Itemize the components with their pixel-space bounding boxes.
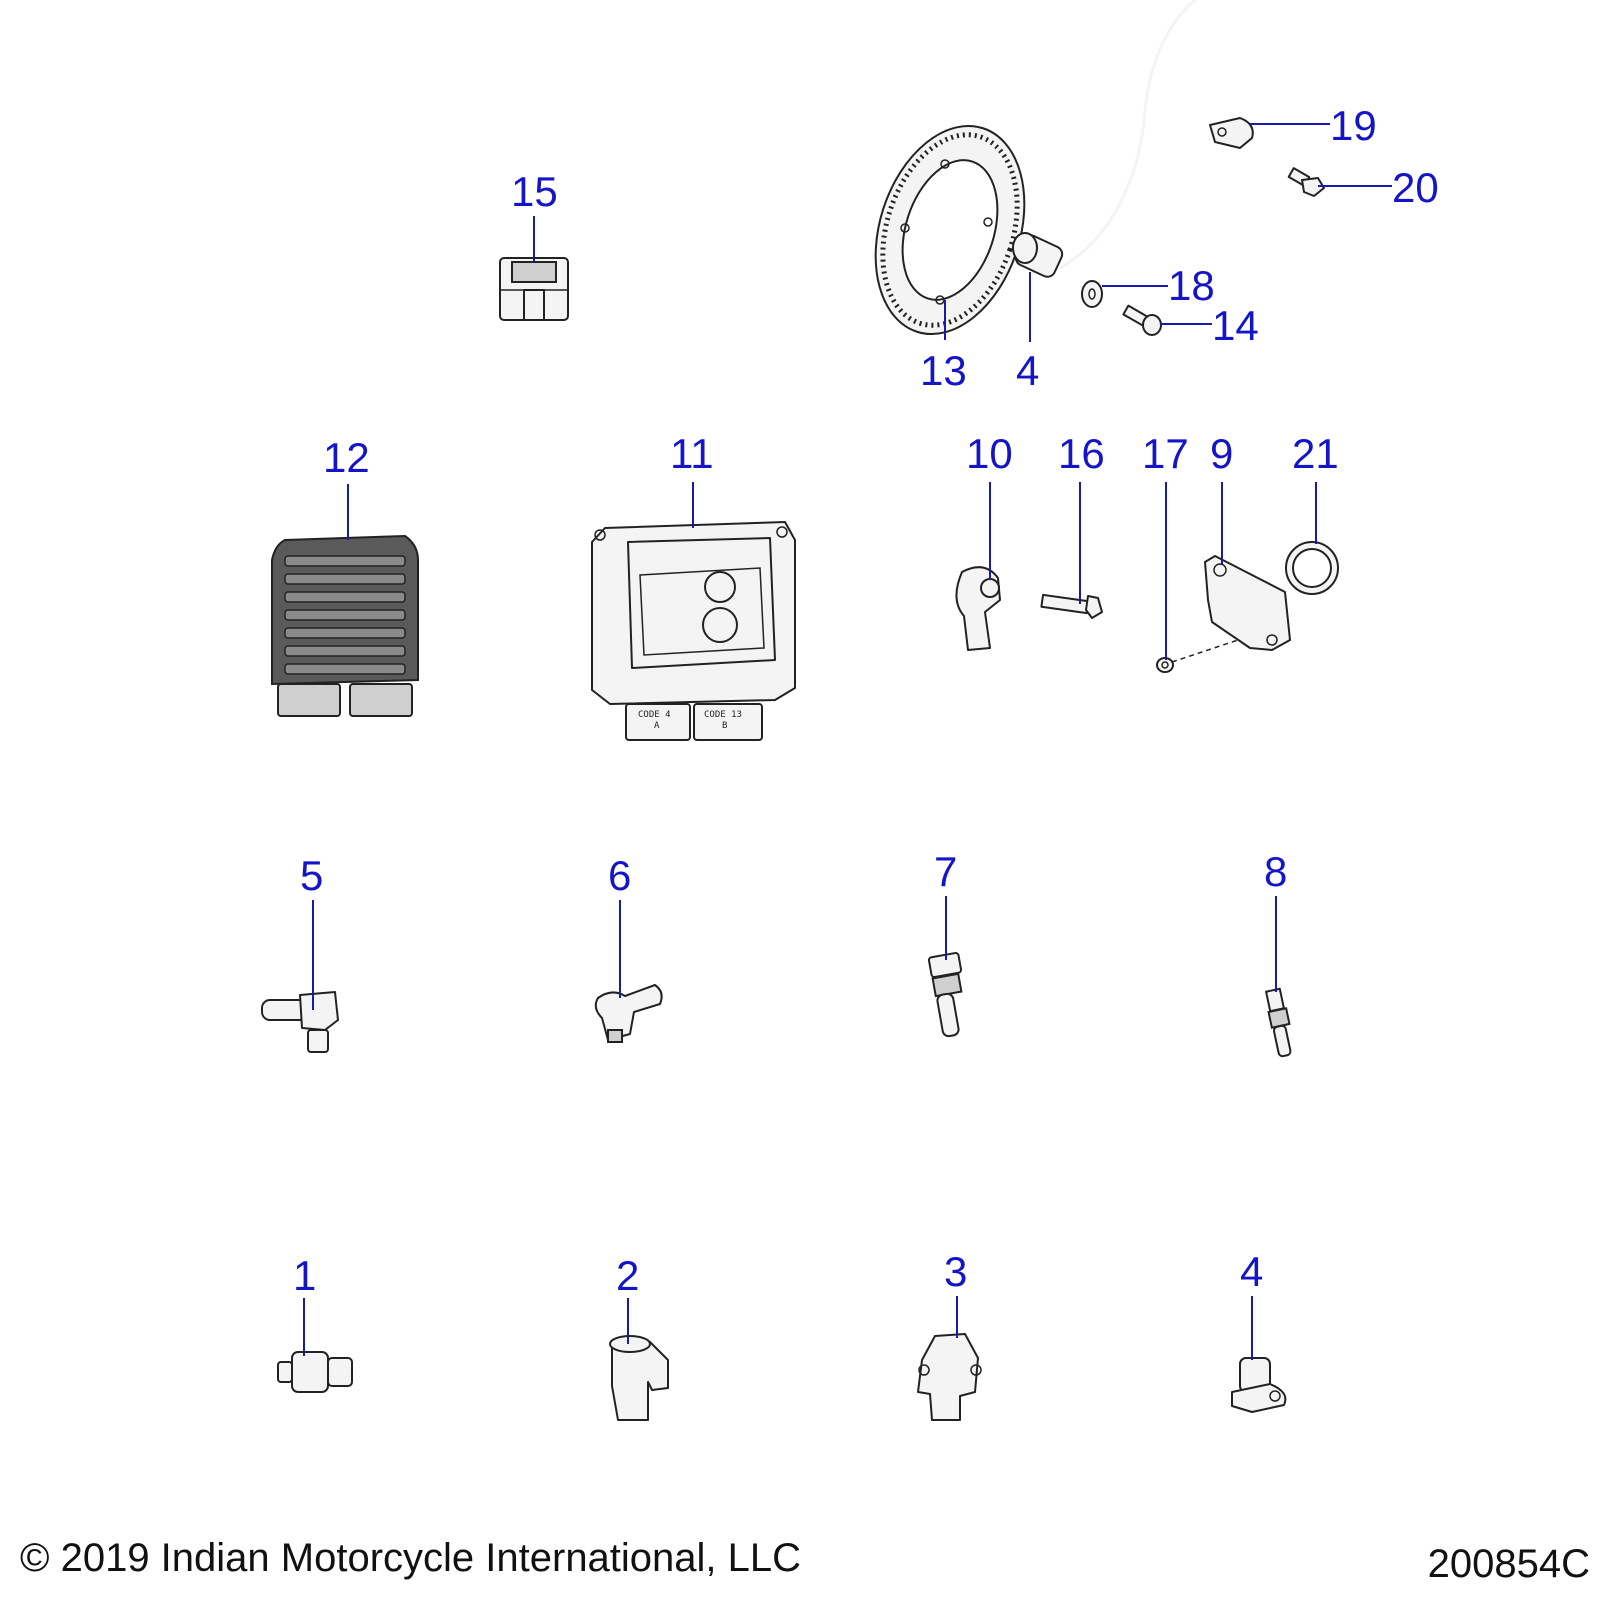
part-11-ecu[interactable]: CODE 4 A CODE 13 B — [591, 521, 796, 741]
part-4-wheel-speed-sensor-cable[interactable] — [1012, 0, 1196, 279]
callout-14: 14 — [1212, 302, 1259, 349]
callout-9: 9 — [1210, 430, 1233, 477]
assembly-line-17-9 — [1171, 631, 1263, 663]
part-3-sensor[interactable] — [917, 1333, 982, 1421]
part-16-bolt[interactable] — [1040, 593, 1103, 619]
callout-19: 19 — [1330, 102, 1377, 149]
drawing-number: 200854C — [1427, 1542, 1590, 1586]
callout-5: 5 — [300, 852, 323, 899]
part-2-position-sensor[interactable] — [609, 1335, 669, 1421]
callout-1: 1 — [293, 1252, 316, 1299]
part-5-sensor[interactable] — [261, 991, 339, 1053]
part-1-pressure-switch[interactable] — [277, 1351, 353, 1393]
part-18-washer[interactable] — [1081, 280, 1103, 308]
callout-13: 13 — [920, 347, 967, 394]
part-15-connector[interactable] — [499, 257, 569, 321]
part-8-oxygen-sensor[interactable] — [1265, 987, 1292, 1058]
part-17-screw[interactable] — [1156, 657, 1174, 673]
callout-8: 8 — [1264, 848, 1287, 895]
callout-3: 3 — [944, 1248, 967, 1295]
callout-17: 17 — [1142, 430, 1189, 477]
callout-11: 11 — [670, 430, 714, 477]
part-19-cable-clip[interactable] — [1209, 117, 1254, 149]
callout-7: 7 — [934, 848, 957, 895]
callout-10: 10 — [966, 430, 1013, 477]
ecu-code-a-letter: A — [654, 721, 660, 731]
part-6-sensor[interactable] — [594, 984, 663, 1043]
callout-4-top: 4 — [1016, 347, 1039, 394]
callout-21: 21 — [1292, 430, 1339, 477]
part-10-knock-sensor[interactable] — [955, 566, 1001, 651]
part-9-sensor-module[interactable] — [1204, 555, 1291, 651]
part-13-abs-tone-ring[interactable] — [850, 107, 1049, 354]
callout-15: 15 — [511, 168, 558, 215]
part-21-o-ring[interactable] — [1285, 541, 1339, 595]
copyright-notice: © 2019 Indian Motorcycle International, … — [20, 1536, 802, 1580]
ecu-code-b-label: CODE 13 — [704, 710, 742, 720]
part-20-screw[interactable] — [1287, 167, 1325, 197]
callout-20: 20 — [1392, 164, 1439, 211]
part-12-voltage-regulator[interactable] — [271, 534, 419, 717]
part-4-wheel-speed-sensor[interactable] — [1231, 1357, 1287, 1413]
callout-4-bottom: 4 — [1240, 1248, 1263, 1295]
callout-6: 6 — [608, 852, 631, 899]
callout-2: 2 — [616, 1252, 639, 1299]
callout-16: 16 — [1058, 430, 1105, 477]
part-7-temperature-sender[interactable] — [927, 952, 963, 1038]
ecu-code-a-label: CODE 4 — [638, 710, 671, 720]
ecu-code-b-letter: B — [722, 721, 727, 731]
part-14-bolt[interactable] — [1122, 304, 1162, 336]
callout-18: 18 — [1168, 262, 1215, 309]
callout-12: 12 — [323, 434, 370, 481]
